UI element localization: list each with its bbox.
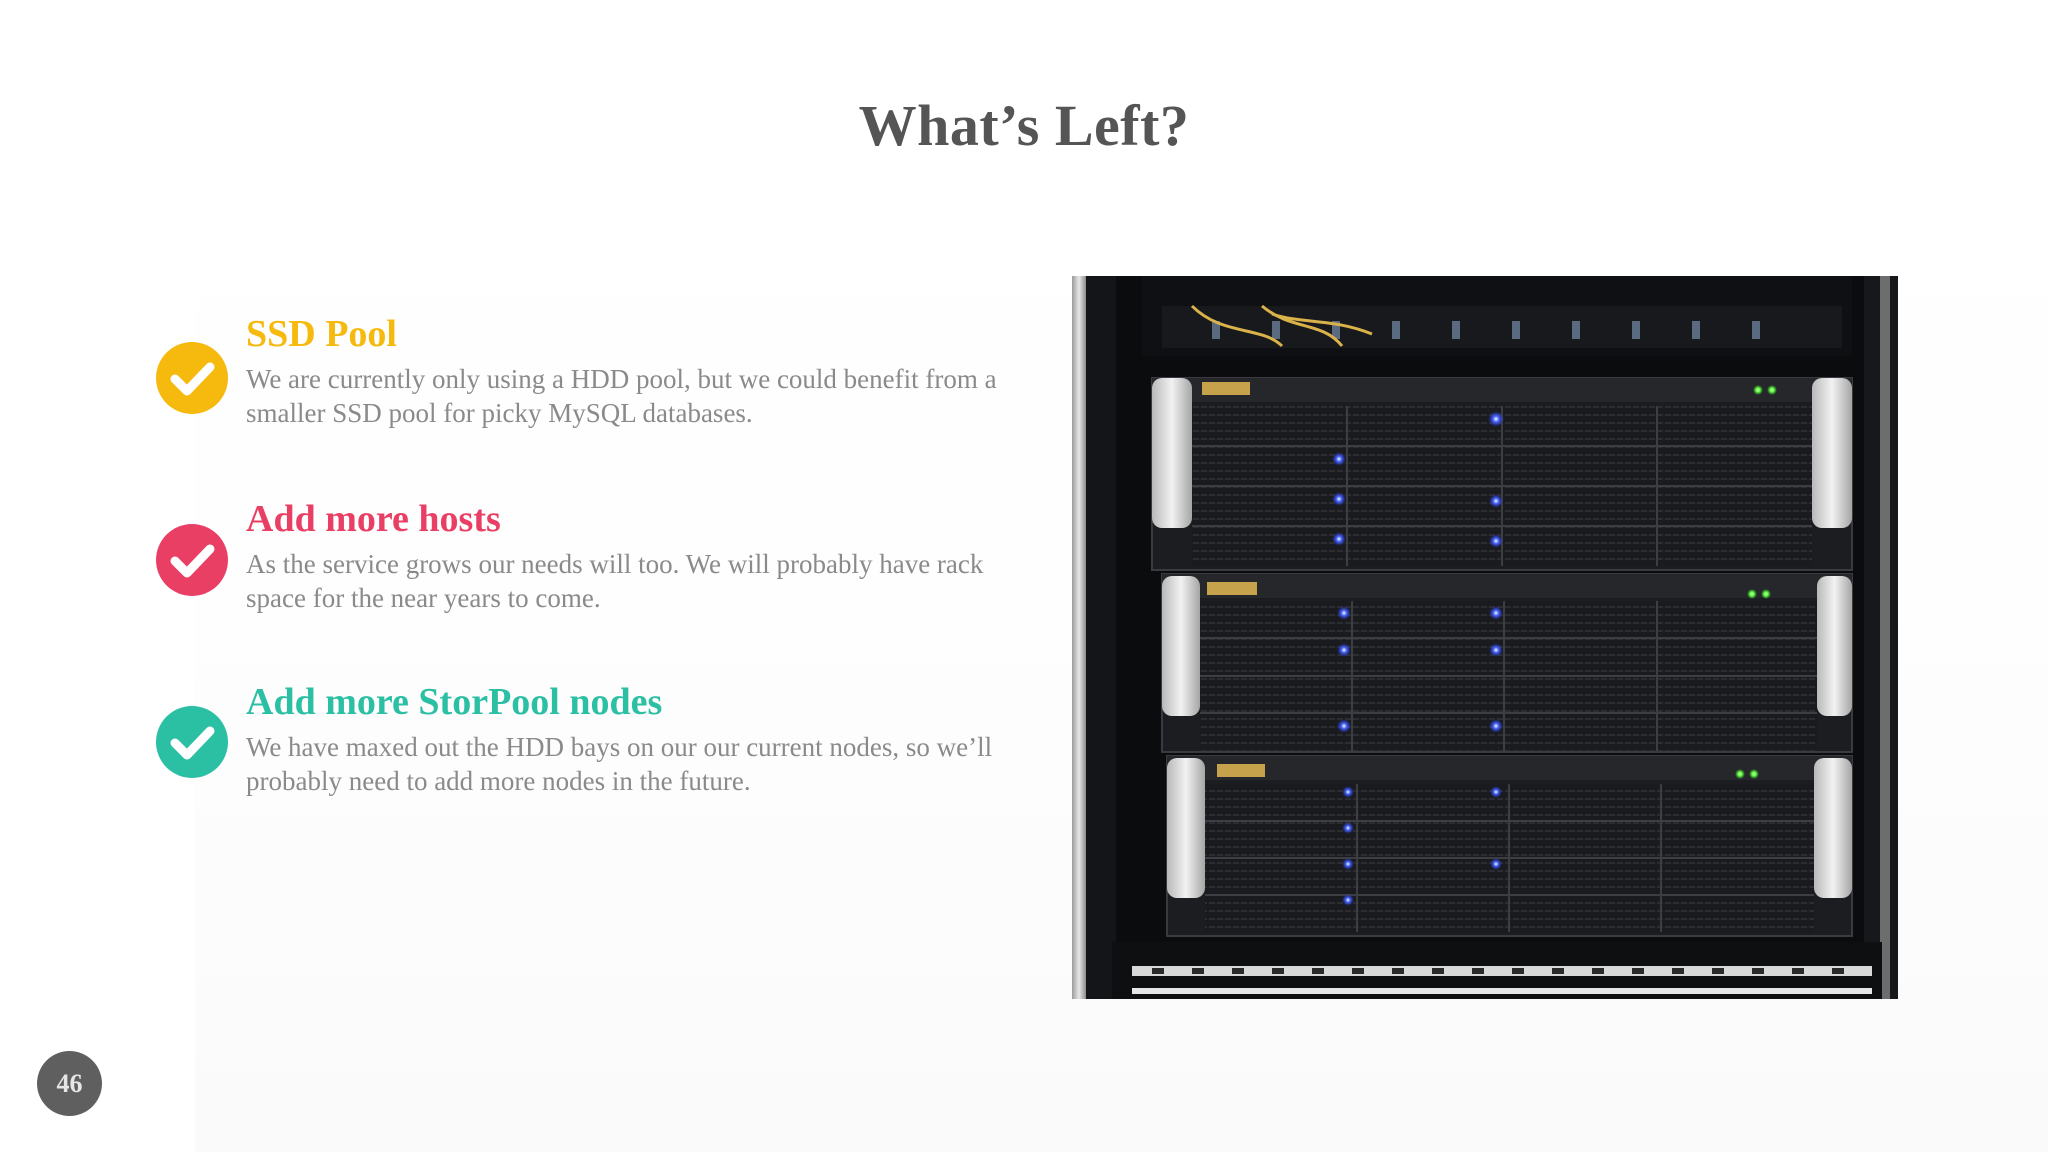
- page-number-badge: 46: [37, 1051, 102, 1116]
- check-circle-icon: [156, 342, 228, 414]
- check-circle-icon: [156, 706, 228, 778]
- server-rack-photo: [1072, 276, 1898, 999]
- item-description: We are currently only using a HDD pool, …: [246, 364, 997, 428]
- slide-title: What’s Left?: [858, 93, 1190, 158]
- check-circle-icon: [156, 524, 228, 596]
- item-title: SSD Pool: [246, 313, 397, 355]
- item-description: As the service grows our needs will too.…: [246, 549, 984, 613]
- item-description: We have maxed out the HDD bays on our ou…: [246, 732, 993, 796]
- item-title: Add more hosts: [246, 498, 501, 540]
- item-title: Add more StorPool nodes: [246, 681, 663, 723]
